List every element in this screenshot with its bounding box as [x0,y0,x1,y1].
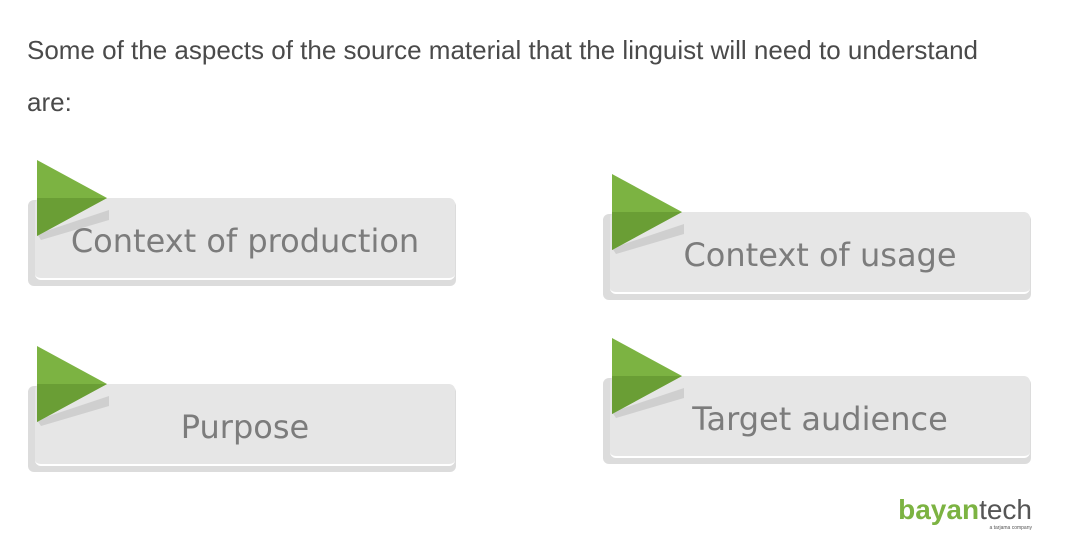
bayantech-logo: bayantech a tarjama company [898,495,1032,532]
card-label: Context of usage [683,236,957,274]
play-triangle-icon [612,174,684,254]
logo-part-2: tech [979,494,1032,525]
card-purpose: Purpose [28,346,456,472]
card-target-audience: Target audience [603,338,1031,464]
page-heading: Some of the aspects of the source materi… [27,35,978,117]
card-label: Context of production [70,222,420,260]
card-label: Purpose [180,408,310,446]
play-triangle-icon [612,338,684,418]
logo-part-1: bayan [898,494,980,525]
card-context-of-usage: Context of usage [603,174,1031,300]
logo-tagline: a tarjama company [989,525,1032,531]
play-triangle-icon [37,160,109,240]
logo-wordmark: bayantech [898,495,1032,525]
card-context-of-production: Context of production [28,160,456,286]
play-triangle-icon [37,346,109,426]
card-label: Target audience [692,400,948,438]
